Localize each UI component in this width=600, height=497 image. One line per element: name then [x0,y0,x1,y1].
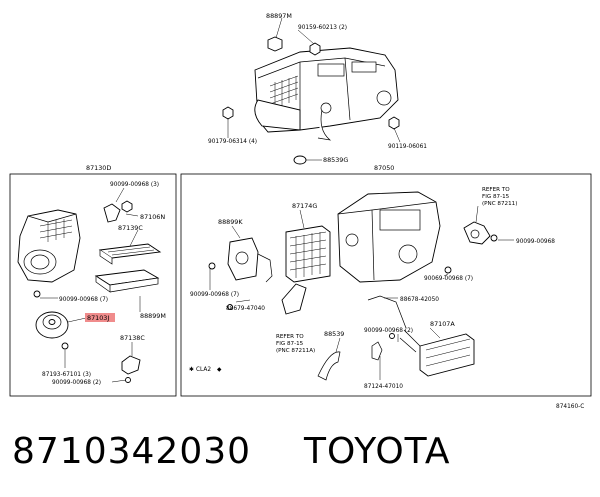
callout-88678: 88678-42050 [400,297,439,303]
left-group-frame [9,173,177,397]
cla-note: CLA2 [196,367,211,373]
callout-90099-00968-7-right: 90099-00968 (7) [190,292,239,298]
highlighted-part-87103j[interactable]: 87103J [85,313,115,322]
brand-name: TOYOTA [303,431,451,472]
callout-87193: 87193-67101 (3) [42,372,91,378]
callout-87124: 87124-47010 [364,384,403,390]
callout-90099-00968-2-left: 90099-00968 (2) [52,380,101,386]
callout-87107a: 87107A [430,320,455,328]
callout-90119: 90119-06061 [388,144,427,150]
right-unit-drawing [208,191,514,381]
callout-90099-00968-far-right: 90099-00968 [516,239,555,245]
callout-90099-00968-2-right: 90099-00968 (2) [364,328,413,334]
callout-90099-00968-3: 90099-00968 (3) [110,182,159,188]
callout-87106n: 87106N [140,213,165,221]
refer-note-2-line3: (PNC 87211A) [276,348,315,354]
callout-90069: 90069-00968 (7) [424,276,473,282]
callout-88679: 88679-47040 [226,306,265,312]
snowflake-icon: ✱ [189,366,194,373]
refer-note-2-line1: REFER TO [276,334,304,340]
callout-87103j: 87103J [87,314,109,322]
callout-90179: 90179-06314 (4) [208,139,257,145]
callout-88539: 88539 [324,330,344,338]
part-footer: 8710342030 TOYOTA [12,430,451,474]
group-title-87050: 87050 [374,164,394,172]
callout-90159: 90159-60213 (2) [298,25,347,31]
callout-88899k: 88899K [218,218,243,226]
callout-88899m: 88899M [140,312,166,320]
diamond-mark-icon: ◆ [217,367,222,373]
callout-87139c: 87139C [118,224,143,232]
part-number: 8710342030 [12,431,252,472]
callout-90099-00968-7-left: 90099-00968 (7) [59,297,108,303]
group-title-87130d: 87130D [86,164,111,172]
diagram-code: 874160-C [556,404,584,410]
right-group-frame [180,173,592,397]
callout-87174g: 87174G [292,202,317,210]
callout-88897m: 88897M [266,12,292,20]
callout-87138c: 87138C [120,334,145,342]
refer-note-1-line1: REFER TO [482,187,510,193]
refer-note-1-line3: (PNC 87211) [482,201,517,207]
top-unit-drawing [222,17,401,165]
refer-note-2-line2: FIG 87-15 [276,341,304,347]
callout-88539g: 88539G [323,156,348,164]
refer-note-1-line2: FIG 87-15 [482,194,510,200]
left-unit-drawing [17,187,162,383]
